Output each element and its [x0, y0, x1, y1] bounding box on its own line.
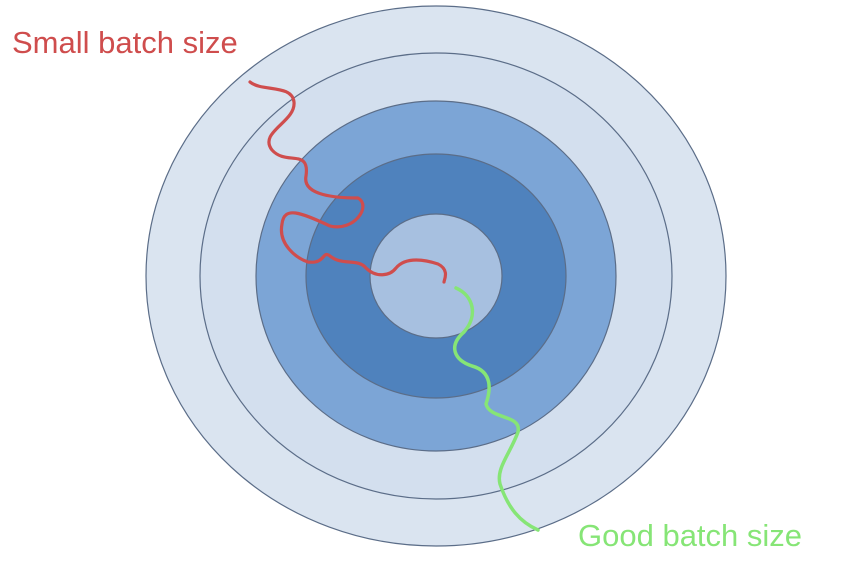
good-batch-label: Good batch size [578, 518, 803, 553]
contour-core [369, 213, 503, 339]
good-batch-path [453, 286, 540, 532]
small-batch-path [248, 80, 448, 284]
small-batch-label: Small batch size [12, 25, 238, 60]
contour-rings [145, 5, 727, 547]
